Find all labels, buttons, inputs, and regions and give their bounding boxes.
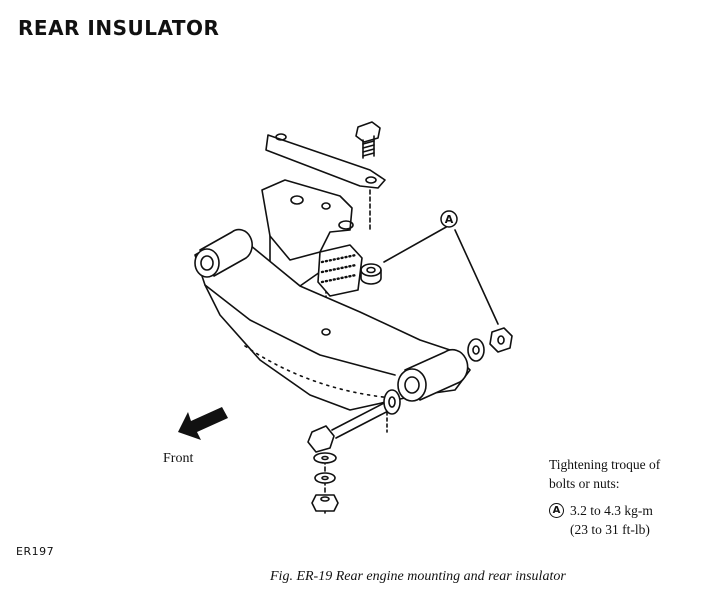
torque-marker: A bbox=[549, 503, 564, 518]
figure-code: ER197 bbox=[16, 545, 55, 558]
rubber-insulator bbox=[317, 244, 363, 297]
bottom-washer-nut bbox=[311, 452, 339, 516]
torque-spec: Tightening troque of bolts or nuts: A 3.… bbox=[549, 455, 660, 539]
through-bolt bbox=[307, 389, 401, 453]
top-bolt bbox=[355, 121, 381, 159]
right-washer-nut bbox=[467, 327, 513, 362]
bracket-nut bbox=[360, 263, 382, 285]
left-bushing bbox=[194, 228, 253, 278]
torque-heading-line2: bolts or nuts: bbox=[549, 476, 620, 491]
callout-a: A bbox=[440, 210, 458, 228]
page-title: REAR INSULATOR bbox=[18, 16, 220, 40]
right-bushing bbox=[397, 348, 469, 402]
torque-value-row: A 3.2 to 4.3 kg-m (23 to 31 ft-lb) bbox=[549, 501, 660, 539]
crossmember bbox=[194, 237, 471, 411]
torque-value-line1: 3.2 to 4.3 kg-m bbox=[570, 503, 653, 518]
front-arrow-icon bbox=[178, 407, 228, 440]
strap-plate bbox=[265, 133, 386, 189]
front-direction-label: Front bbox=[163, 451, 194, 466]
svg-text:A: A bbox=[445, 213, 454, 226]
torque-value-line2: (23 to 31 ft-lb) bbox=[570, 522, 650, 537]
torque-heading-line1: Tightening troque of bbox=[549, 457, 661, 472]
figure-caption: Fig. ER-19 Rear engine mounting and rear… bbox=[270, 569, 566, 584]
